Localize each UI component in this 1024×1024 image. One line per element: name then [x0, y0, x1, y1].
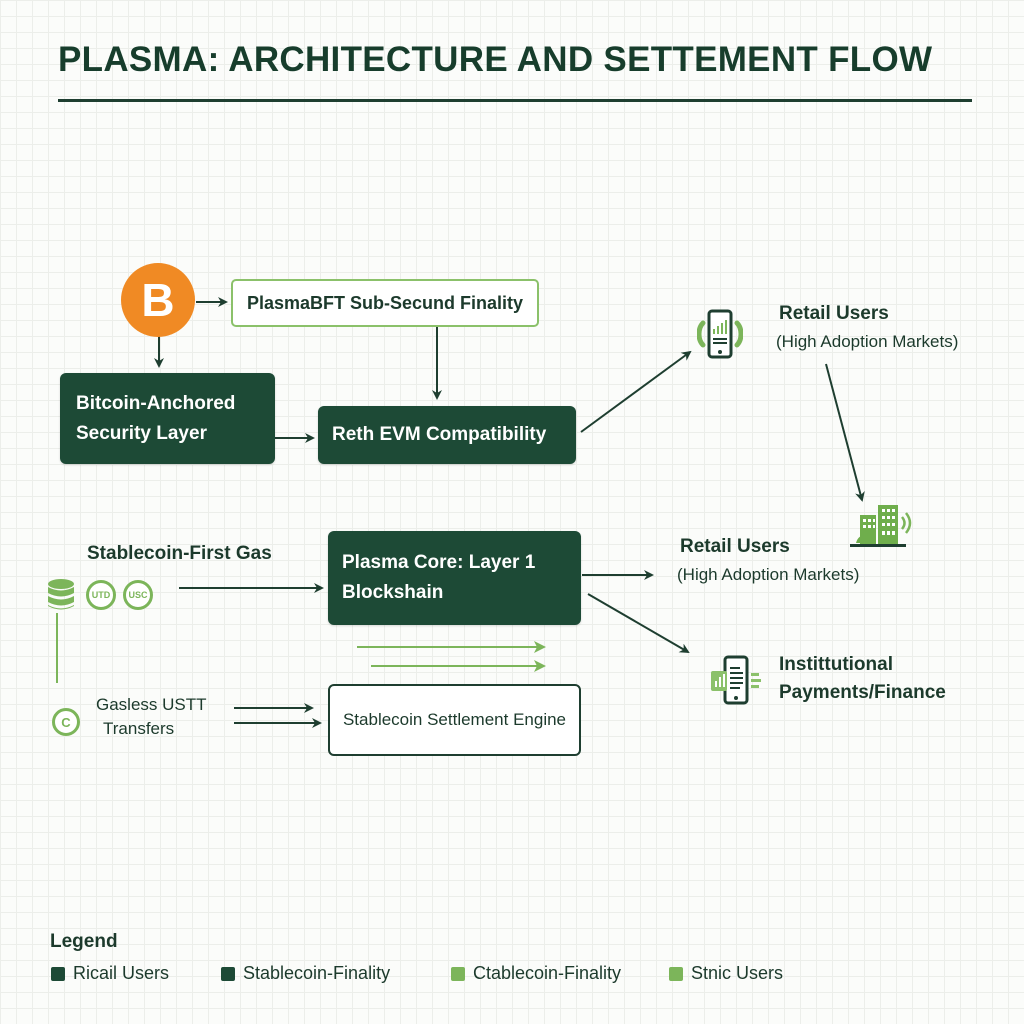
mobile-chart-icon — [696, 307, 744, 363]
legend-item: Ctablecoin-Finality — [451, 963, 621, 984]
mobile-document-icon — [707, 655, 765, 707]
legend-swatch — [669, 966, 683, 981]
node-label: Reth EVM Compatibility — [332, 424, 547, 445]
node-label: PlasmaBFT Sub-Secund Finality — [246, 292, 524, 313]
arrow-retail-to-buildings — [825, 363, 865, 502]
bitcoin-glyph: B — [141, 274, 175, 326]
legend-title: Legend — [50, 931, 118, 952]
coin-glyph: C — [61, 714, 71, 730]
legend-swatch — [221, 966, 235, 981]
gasless-line1: Gasless USTT — [96, 695, 207, 714]
retail-users-mid-title: Retail Users — [680, 536, 790, 557]
node-label-line2: Blockshain — [342, 582, 444, 603]
legend-item: Stnic Users — [669, 963, 783, 984]
legend-swatch — [451, 966, 465, 981]
node-reth-evm[interactable]: Reth EVM Compatibility — [318, 406, 576, 464]
gasless-line2: Transfers — [103, 719, 175, 738]
institutional-line1: Instittutional — [779, 654, 893, 675]
node-settlement-engine[interactable]: Stablecoin Settlement Engine — [328, 684, 581, 756]
stablecoin-first-gas-label: Stablecoin-First Gas — [87, 543, 272, 564]
coin-text: UTD — [91, 590, 111, 600]
coin-stack-icon — [46, 578, 76, 612]
node-plasmabft-finality[interactable]: PlasmaBFT Sub-Secund Finality — [231, 279, 539, 327]
title-divider — [58, 99, 972, 102]
copyright-coin-icon: C — [52, 708, 80, 736]
retail-users-top-title: Retail Users — [779, 303, 889, 324]
legend-item: Ricail Users — [51, 963, 169, 984]
legend-label: Stnic Users — [691, 963, 784, 983]
node-label-line1: Plasma Core: Layer 1 — [342, 552, 536, 573]
retail-users-mid-subtitle: (High Adoption Markets) — [677, 565, 860, 584]
arrow-core-to-institutional — [587, 593, 690, 654]
legend-label: Ricail Users — [73, 963, 170, 983]
page-title: PLASMA: ARCHITECTURE AND SETTEMENT FLOW — [58, 40, 933, 79]
legend-swatch — [51, 966, 65, 981]
legend-label: Ctablecoin-Finality — [473, 963, 622, 983]
node-label: Stablecoin Settlement Engine — [342, 710, 567, 729]
node-bitcoin-anchored-security[interactable]: Bitcoin-Anchored Security Layer — [60, 373, 275, 464]
arrow-reth-to-retail — [580, 350, 692, 433]
retail-users-top-subtitle: (High Adoption Markets) — [776, 332, 959, 351]
usdt-coin-icon: UTD — [86, 580, 116, 610]
node-plasma-core[interactable]: Plasma Core: Layer 1 Blockshain — [328, 531, 581, 625]
node-label-line1: Bitcoin-Anchored — [76, 392, 236, 414]
buildings-icon — [848, 503, 916, 551]
usdc-coin-icon: USC — [123, 580, 153, 610]
coin-text: USC — [128, 590, 148, 600]
legend-item: Stablecoin-Finality — [221, 963, 390, 984]
institutional-line2: Payments/Finance — [779, 682, 946, 703]
bitcoin-icon: B — [121, 263, 195, 337]
legend-label: Stablecoin-Finality — [243, 963, 391, 983]
node-label-line2: Security Layer — [76, 422, 207, 444]
